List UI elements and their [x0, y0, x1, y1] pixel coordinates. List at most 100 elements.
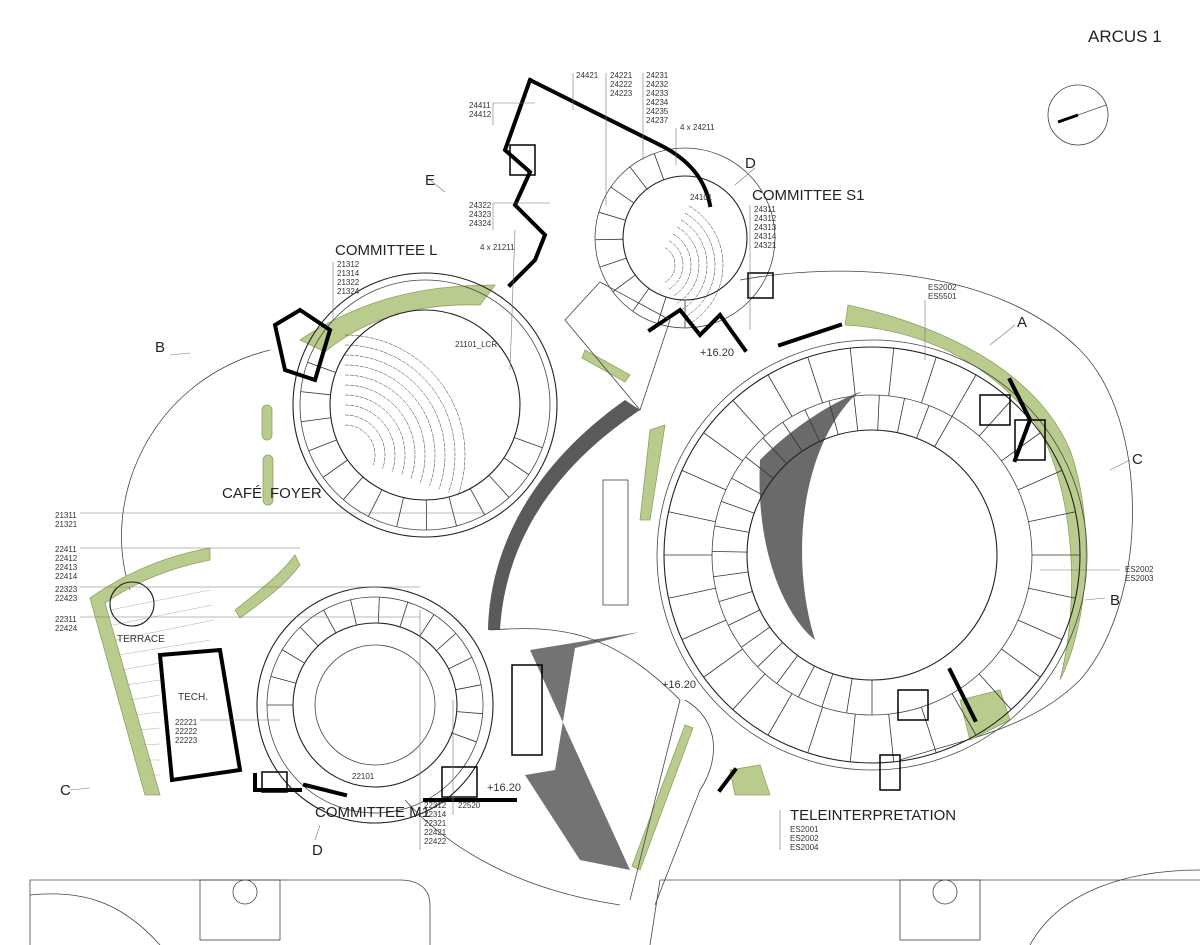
partition-wall	[921, 357, 937, 403]
partition-wall	[396, 497, 404, 527]
partition-wall	[712, 550, 748, 553]
room-code: 4 x 21211	[480, 243, 515, 252]
partition-wall	[916, 405, 930, 439]
partition-wall	[270, 675, 297, 684]
room-code: 24311	[754, 205, 776, 214]
partition-wall	[599, 257, 627, 268]
partition-wall	[612, 274, 636, 293]
room-code: 22411	[55, 545, 77, 554]
ramp-central	[488, 400, 640, 630]
partition-wall	[1028, 587, 1076, 599]
planter-terrace	[89, 547, 211, 796]
partition-wall	[741, 626, 771, 648]
void-shadow	[759, 392, 861, 640]
partition-wall	[849, 348, 856, 396]
room-code: 24237	[646, 116, 669, 125]
room-code: 22312	[424, 801, 447, 810]
seat-row	[668, 240, 684, 290]
section-mark-b: B	[155, 339, 165, 356]
room-code: ES5501	[928, 292, 957, 301]
section-mark-b2: B	[1110, 592, 1120, 609]
partition-wall	[846, 678, 853, 714]
partition-wall	[951, 374, 977, 417]
north-arrow-icon	[1047, 84, 1109, 146]
room-code: ES2002	[790, 834, 819, 843]
seat-row	[688, 205, 724, 325]
room-code: 24412	[469, 110, 492, 119]
room-code: 22323	[55, 585, 78, 594]
partition-wall	[668, 511, 716, 523]
partition-wall	[807, 357, 823, 403]
committee-l-hall	[292, 272, 558, 538]
seat-row	[664, 247, 676, 283]
teleinterpretation-rotunda	[656, 339, 1088, 771]
adjacent-building	[29, 869, 1200, 945]
partition-wall	[343, 476, 364, 500]
room-code: 24221	[610, 71, 633, 80]
partition-wall	[849, 714, 856, 762]
partition-wall	[828, 400, 839, 435]
room-teleinterpretation: TELEINTERPRETATION	[790, 807, 956, 824]
room-code: 24321	[754, 241, 777, 250]
partition-wall	[595, 238, 624, 241]
partition-wall	[721, 501, 755, 514]
partition-wall	[1018, 619, 1063, 640]
partition-wall	[299, 626, 319, 647]
section-mark-c2: C	[60, 782, 71, 799]
terrace-deck	[109, 589, 215, 776]
room-terrace: TERRACE	[117, 634, 165, 645]
room-code: 24234	[646, 98, 669, 107]
partition-wall	[598, 211, 626, 221]
partition-wall	[632, 288, 650, 312]
partition-wall	[853, 395, 859, 431]
partition-wall	[307, 361, 336, 373]
room-code: 22221	[175, 718, 198, 727]
seat-row	[344, 344, 456, 493]
partition-wall	[350, 599, 357, 626]
partition-wall	[888, 714, 895, 762]
partition-wall	[776, 655, 798, 684]
section-mark-e: E	[425, 172, 435, 189]
stair-blocks	[261, 144, 1046, 798]
partition-wall	[503, 457, 530, 475]
partition-wall	[469, 488, 485, 516]
room-code: ES2001	[790, 825, 819, 834]
partition-wall	[978, 673, 1012, 710]
partition-wall	[978, 400, 1012, 437]
partition-wall	[951, 693, 977, 736]
partition-wall	[368, 489, 383, 517]
room-code: 21314	[337, 269, 360, 278]
room-committee-m1: COMMITTEE M1	[315, 804, 430, 821]
room-code: 24231	[646, 71, 669, 80]
partition-wall	[804, 409, 820, 442]
partition-wall	[300, 391, 331, 396]
room-code: 24233	[646, 89, 669, 98]
room-code: 22520	[458, 801, 481, 810]
room-code: 22223	[175, 736, 198, 745]
room-code: ES2003	[1125, 574, 1154, 583]
section-mark-d: D	[745, 155, 756, 172]
room-code: 4 x 24211	[680, 123, 715, 132]
partition-wall	[308, 439, 337, 452]
partition-wall	[653, 153, 665, 180]
section-mark-a: A	[1017, 314, 1027, 331]
room-code: 24313	[754, 223, 777, 232]
seat-row	[676, 226, 700, 304]
committee-s1-hall	[594, 147, 776, 329]
room-code: 22423	[55, 594, 78, 603]
partition-wall	[610, 186, 635, 204]
room-code: 22421	[424, 828, 447, 837]
seat-row	[344, 384, 416, 480]
partition-wall	[377, 597, 380, 624]
room-code: 24223	[610, 89, 633, 98]
planter-committee-l	[299, 284, 496, 353]
partition-wall	[703, 432, 743, 462]
partition-wall	[657, 296, 667, 324]
partition-wall	[713, 571, 749, 578]
room-code: 24314	[754, 232, 777, 241]
room-code: 22422	[424, 837, 447, 846]
partition-wall	[323, 609, 337, 634]
seat-row	[344, 374, 426, 483]
partition-wall	[455, 684, 482, 691]
